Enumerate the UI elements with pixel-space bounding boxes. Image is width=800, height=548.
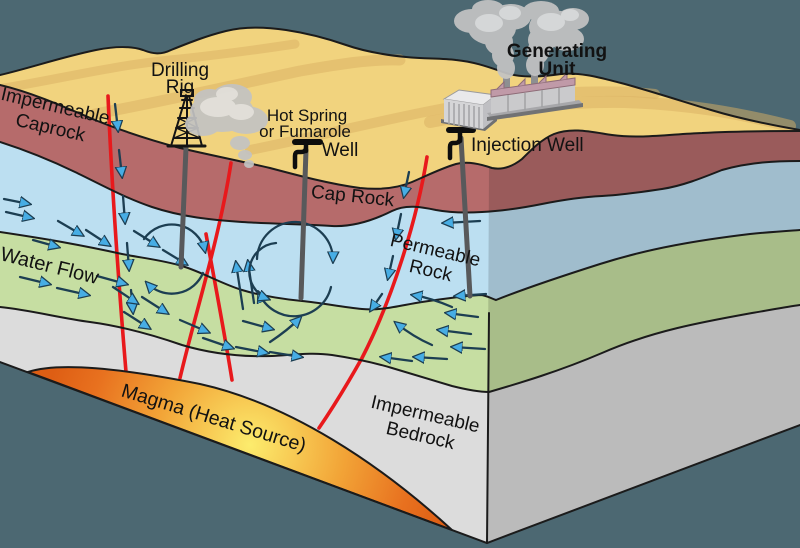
label-drilling-rig-line2: Rig: [166, 77, 195, 98]
steam-plume-icon: [454, 0, 589, 79]
magma-body: [24, 366, 453, 531]
wells: [166, 89, 476, 301]
water-flow-arrows: [2, 199, 488, 361]
label-generating-unit-line2: Unit: [539, 59, 577, 80]
layer-outlines: [0, 26, 800, 545]
hot-spring-steam-icon: [185, 84, 268, 168]
fault-line-left: [106, 94, 128, 374]
generating-unit-buildings: [441, 0, 589, 131]
fault-line-mid-a: [178, 161, 233, 380]
label-generating-unit-line1: Generating: [507, 41, 607, 62]
label-hot-spring-line1: Hot Spring: [267, 106, 347, 125]
fault-line-right: [317, 155, 429, 430]
label-hot-spring-line2: or Fumarole: [259, 122, 351, 141]
auxiliary-building: [441, 89, 498, 131]
production-well-pipe: [178, 145, 189, 270]
label-drilling-rig-line1: Drilling: [151, 60, 209, 81]
label-well: Well: [322, 140, 359, 161]
injection-well-pipe: [458, 135, 473, 299]
generating-hall: [487, 71, 583, 121]
hot-spring-well-pipe: [298, 147, 309, 301]
bedrock-layer: [0, 305, 800, 543]
hot-spring-wellhead-icon: [292, 139, 323, 170]
injection-wellhead-icon: [446, 127, 476, 161]
label-injection-well: Injection Well: [471, 135, 584, 156]
